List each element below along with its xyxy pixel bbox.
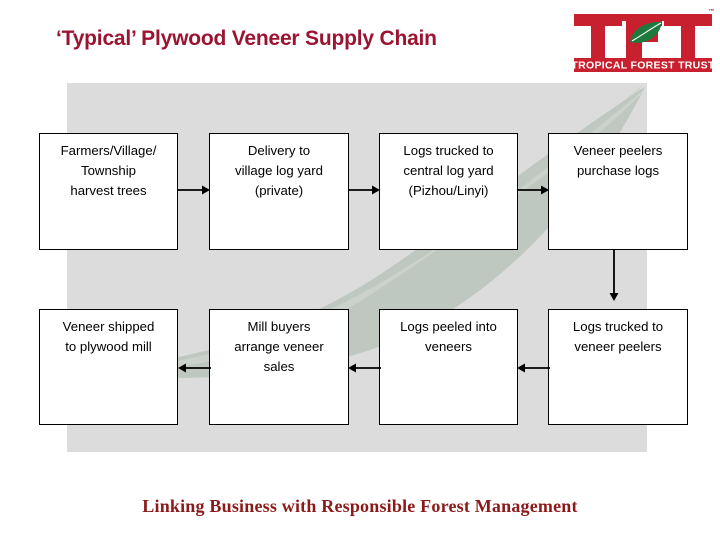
flow-box-line: Logs peeled into [400, 319, 497, 334]
flow-box-line: village log yard [235, 163, 323, 178]
flow-box-farmers[interactable]: Farmers/Village/ Township harvest trees [39, 133, 178, 250]
flow-box-line: purchase logs [576, 163, 660, 178]
flow-box-line: veneers [425, 339, 472, 354]
flow-box-line: central log yard [403, 163, 494, 178]
arrow-peelers-to-trucked-peelers [609, 249, 619, 301]
flow-box-mill-buyers[interactable]: Mill buyers arrange veneer sales [209, 309, 349, 425]
flow-box-central-log-yard[interactable]: Logs trucked to central log yard (Pizhou… [379, 133, 518, 250]
arrow-trucked-peelers-to-peeled [517, 363, 550, 373]
footer-tagline: Linking Business with Responsible Forest… [142, 496, 578, 516]
flow-box-line: Farmers/Village/ [60, 143, 157, 158]
flow-box-logs-trucked-peelers[interactable]: Logs trucked to veneer peelers [548, 309, 688, 425]
arrow-delivery-to-central-yard [348, 185, 380, 195]
flow-box-line: Veneer peelers [573, 143, 663, 158]
leaf-icon [630, 21, 662, 43]
tft-logo-graphic: TROPICAL FOREST TRUST [571, 14, 715, 72]
leaf-watermark-icon [77, 85, 645, 378]
flow-box-delivery[interactable]: Delivery to village log yard (private) [209, 133, 349, 250]
flow-box-veneer-shipped-mill[interactable]: Veneer shipped to plywood mill [39, 309, 178, 425]
flow-box-line: Mill buyers [247, 319, 311, 334]
trademark-symbol: ™ [708, 9, 715, 15]
flow-box-line: harvest trees [70, 183, 147, 198]
arrow-central-yard-to-peelers [517, 185, 549, 195]
flow-box-line: to plywood mill [65, 339, 152, 354]
flow-box-line: Logs trucked to [572, 319, 664, 334]
flow-box-line: Delivery to [247, 143, 311, 158]
arrow-farmers-to-delivery [177, 185, 210, 195]
flow-box-line: (private) [254, 183, 304, 198]
flow-box-line: sales [263, 359, 295, 374]
flow-box-line: (Pizhou/Linyi) [408, 183, 489, 198]
flow-box-line: veneer peelers [574, 339, 662, 354]
flow-box-line: Township [81, 163, 136, 178]
flow-box-line: Logs trucked to [403, 143, 494, 158]
flow-box-line: arrange veneer [234, 339, 324, 354]
arrow-peeled-to-mill-buyers [348, 363, 381, 373]
svg-text:TROPICAL FOREST TRUST: TROPICAL FOREST TRUST [571, 60, 714, 72]
page-title: ‘Typical’ Plywood Veneer Supply Chain [56, 27, 437, 50]
flow-box-veneer-peelers-purchase[interactable]: Veneer peelers purchase logs [548, 133, 688, 250]
arrow-mill-buyers-to-shipped-mill [178, 363, 211, 373]
tft-logo: TROPICAL FOREST TRUST ™ [570, 8, 716, 74]
flow-box-line: Veneer shipped [62, 319, 155, 334]
flow-box-logs-peeled[interactable]: Logs peeled into veneers [379, 309, 518, 425]
